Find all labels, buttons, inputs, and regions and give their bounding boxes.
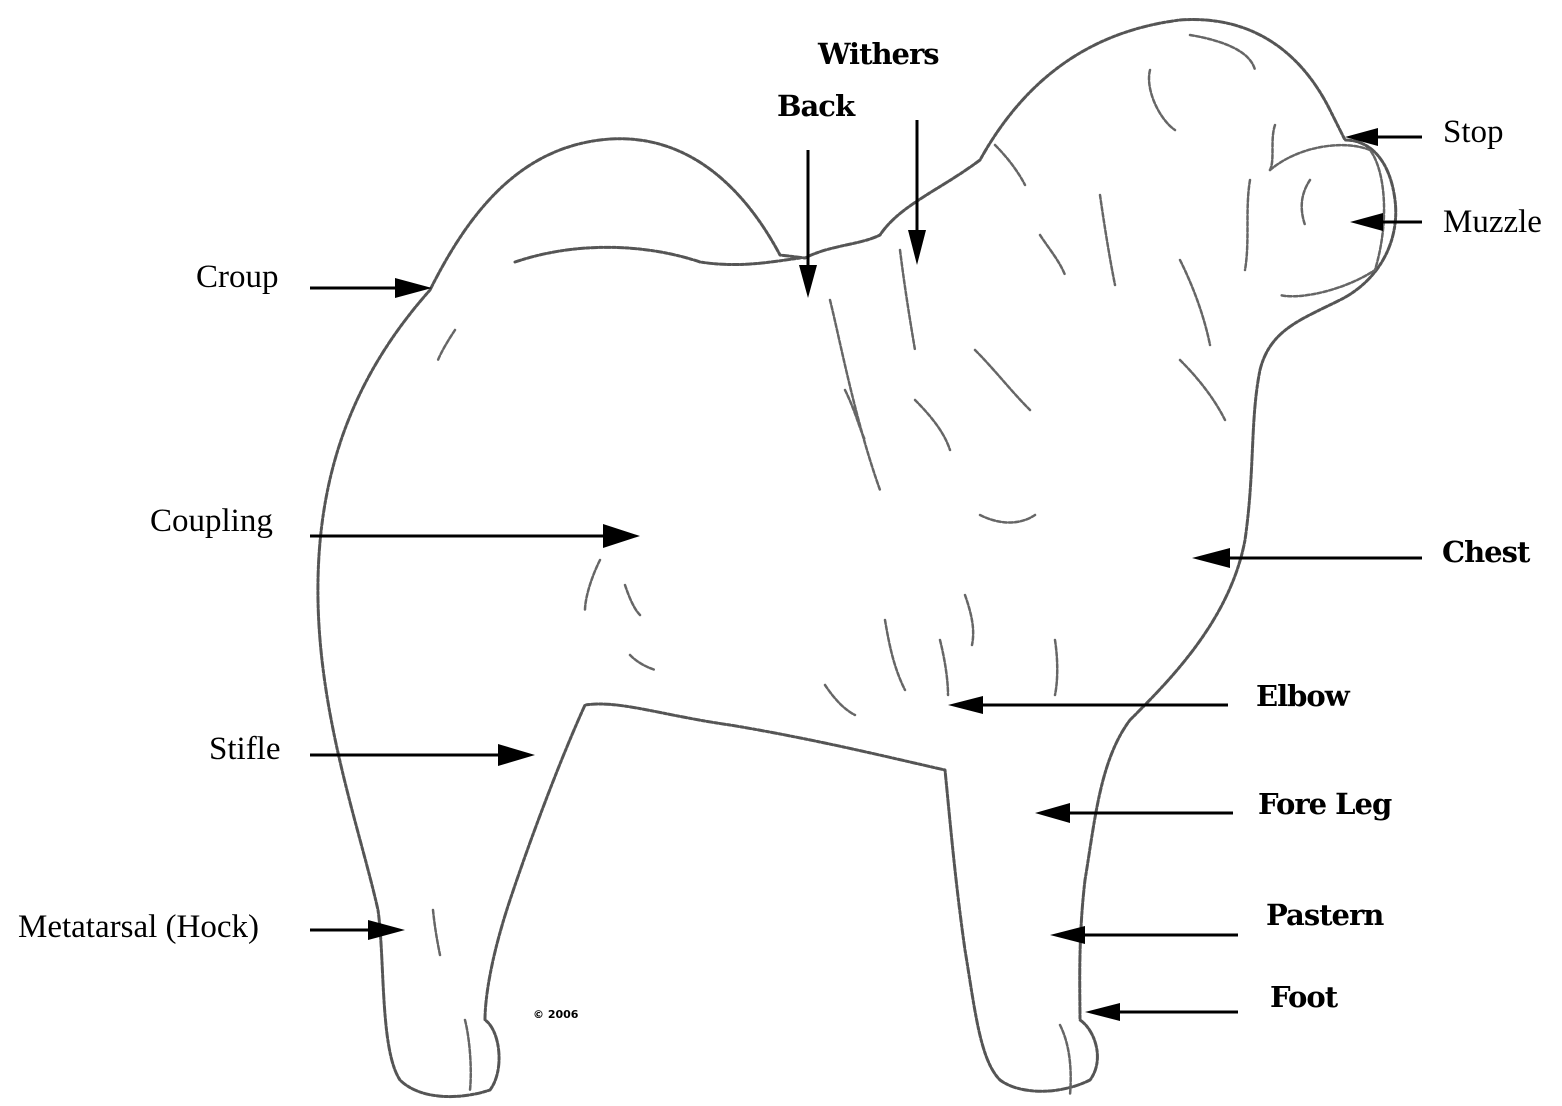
arrow-stifle	[310, 744, 535, 766]
shoulder-fur-2	[900, 250, 915, 350]
hock-fur	[433, 910, 440, 955]
arrow-croup	[310, 278, 432, 298]
arrow-stop	[1345, 128, 1422, 146]
shoulder-fur-1	[830, 300, 880, 490]
ruff-fur-5	[1180, 360, 1225, 420]
label-foot: Foot	[1270, 983, 1337, 1012]
arrow-foot	[1085, 1003, 1238, 1021]
arrow-coupling	[310, 524, 640, 548]
front-foot-toes	[1060, 1025, 1071, 1095]
arrow-back	[799, 150, 817, 298]
ruff-fur-3	[1040, 235, 1065, 275]
chest-fur-5	[1055, 640, 1057, 695]
label-stop: Stop	[1443, 116, 1504, 149]
label-chest: Chest	[1442, 538, 1529, 567]
label-withers: Withers	[818, 40, 939, 69]
copyright-mark: © 2006	[533, 1008, 578, 1021]
chest-fur-1	[940, 640, 948, 695]
arrow-muzzle	[1350, 213, 1422, 231]
tail-underline	[515, 247, 800, 264]
label-pastern: Pastern	[1266, 901, 1383, 930]
back-foot-toes	[465, 1020, 471, 1090]
ruff-fur-6	[975, 350, 1030, 410]
chest-fur-2	[885, 620, 905, 690]
muzzle-fur	[1302, 180, 1310, 225]
hip-fur	[438, 330, 455, 360]
chest-fur-3	[825, 685, 855, 715]
chest-fur-4	[965, 595, 973, 645]
ruff-fur-4	[1180, 260, 1210, 345]
eye-line	[1270, 125, 1275, 170]
label-back: Back	[777, 92, 854, 121]
label-muzzle: Muzzle	[1443, 206, 1542, 239]
arrow-pastern	[1050, 926, 1238, 944]
arrow-chest	[1192, 548, 1422, 568]
side-fur-1	[585, 560, 600, 610]
side-fur-2	[625, 585, 640, 615]
ruff-fur-2	[1100, 195, 1115, 285]
label-fore-leg: Fore Leg	[1258, 790, 1391, 819]
shoulder-fur-3	[845, 390, 865, 440]
label-stifle: Stifle	[209, 733, 281, 766]
head-fur-2	[1190, 35, 1255, 70]
arrow-withers	[908, 120, 926, 265]
ruff-fur-7	[915, 400, 950, 450]
arrow-hock	[310, 920, 405, 940]
ruff-fur-1	[995, 145, 1025, 185]
ruff-fur-8	[980, 515, 1035, 523]
arrow-fore-leg	[1035, 803, 1233, 823]
head-fur-1	[1149, 70, 1175, 130]
label-coupling: Coupling	[150, 505, 273, 538]
label-croup: Croup	[196, 261, 279, 294]
side-fur-3	[630, 655, 655, 670]
label-elbow: Elbow	[1256, 682, 1349, 711]
label-hock: Metatarsal (Hock)	[18, 911, 259, 944]
arrow-elbow	[948, 696, 1228, 714]
cheek-line	[1245, 180, 1250, 270]
